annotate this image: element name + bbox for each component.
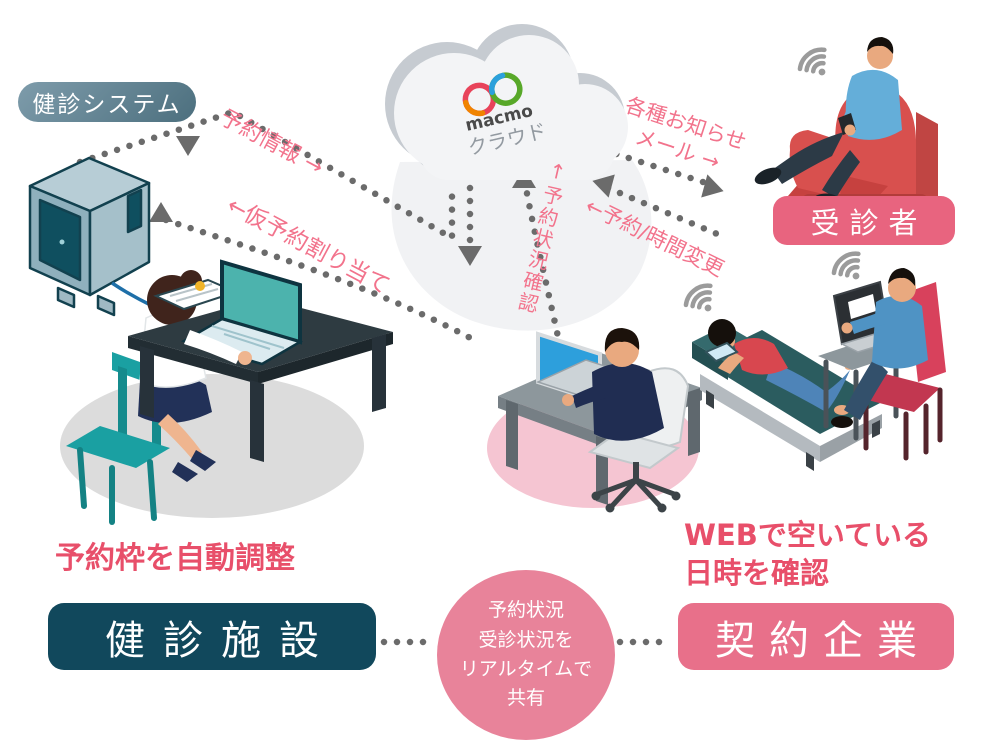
share-circle-line2: 受診状況を: [478, 628, 574, 651]
arrowhead-up-server: [149, 202, 173, 222]
share-circle-line1: 予約状況: [487, 599, 564, 622]
arrowhead-right-patient: [701, 174, 724, 198]
badge-checkup-system: 健診システム: [18, 82, 196, 122]
server-icon: [28, 156, 151, 317]
cloud-icon: macmo クラウド: [385, 24, 628, 180]
badge-checkup-facility: 健診施設: [48, 603, 376, 670]
dotted-line-patient-to-cloud: [604, 184, 726, 240]
share-circle-line3: リアルタイムで: [459, 658, 593, 680]
dotted-line-operator-to-cloud: [522, 184, 564, 350]
badge-patient: 受診者: [773, 196, 955, 245]
badge-contract-company: 契約企業: [678, 603, 954, 670]
wifi-icons: [683, 47, 861, 312]
dotted-line-cloud-to-server: [162, 216, 482, 346]
wifi-icon: [683, 283, 713, 312]
cloud-shadow: [391, 160, 652, 331]
note-web-check: WEBで空いている 日時を確認: [684, 517, 931, 592]
note-auto-adjust: 予約枠を自動調整: [55, 541, 295, 576]
note-web-check-line2: 日時を確認: [684, 555, 830, 590]
patient-armchair-illustration: [754, 37, 938, 214]
realtime-share-circle: 予約状況 受診状況を リアルタイムで 共有: [437, 570, 615, 740]
staff-at-desk-illustration: [60, 259, 393, 525]
wifi-icon: [797, 47, 827, 76]
operator-at-desk-illustration: [487, 328, 702, 513]
dotted-connectors: [76, 108, 726, 646]
wifi-icon: [831, 251, 861, 280]
patient-sofa-illustration: [692, 319, 882, 471]
arrowhead-down-server: [176, 136, 200, 156]
share-circle-line4: 共有: [506, 687, 545, 710]
arrowhead-left-cloud: [592, 174, 615, 198]
patient-desk-illustration: [818, 268, 946, 461]
dotted-line-cloud-to-patient: [600, 146, 710, 187]
arrowhead-down-cloud: [458, 246, 482, 266]
dotted-line-server-to-cloud: [76, 108, 456, 244]
note-web-check-line1: WEBで空いている: [684, 518, 932, 552]
